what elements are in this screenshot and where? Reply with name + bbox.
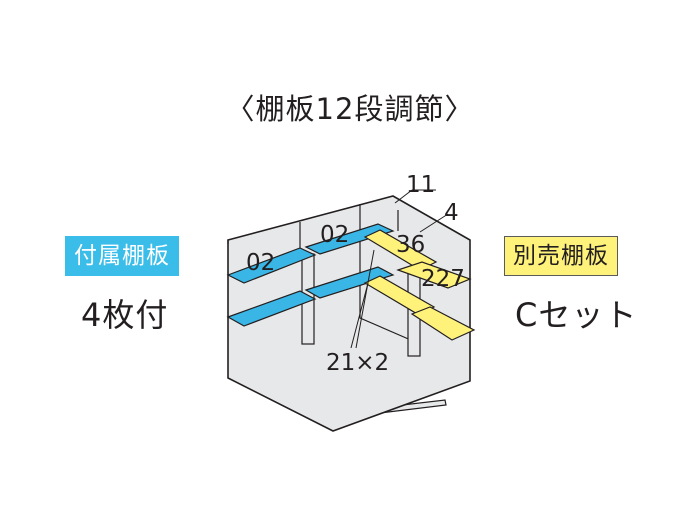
yellow-shelf-lower <box>410 306 476 341</box>
blue-shelf-lower-left <box>226 290 317 327</box>
optional-shelves-badge: 別売棚板 <box>504 236 618 276</box>
yellow-shelf-mid <box>363 275 436 316</box>
label-yellow-upper: 36 <box>396 232 425 258</box>
label-yellow-lower: 227 <box>421 266 465 292</box>
label-shelf-mid: 02 <box>320 222 349 248</box>
label-dim-top: 11 <box>406 172 435 198</box>
page-title: 〈棚板12段調節〉 <box>225 92 475 126</box>
optional-shelves-set: Cセット <box>515 296 638 334</box>
included-shelves-badge: 付属棚板 <box>65 236 179 276</box>
included-shelves-count: 4枚付 <box>81 296 169 334</box>
blue-shelf-upper-right <box>304 223 395 255</box>
yellow-shelf-top <box>363 229 438 271</box>
label-shelf-left: 02 <box>246 250 275 276</box>
blue-shelf-lower-right <box>304 266 395 299</box>
yellow-shelf-mid-small <box>396 261 472 289</box>
label-dim-side: 4 <box>444 200 459 226</box>
blue-shelf-upper-left <box>226 247 317 284</box>
label-bottom: 21×2 <box>326 350 389 376</box>
